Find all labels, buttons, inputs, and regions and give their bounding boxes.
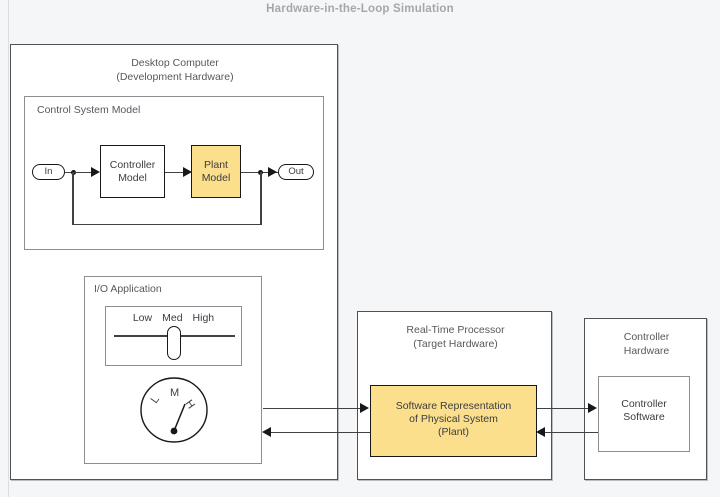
feedback-wire-down — [260, 172, 262, 225]
controller-model-label: Controller Model — [109, 159, 156, 184]
in-port: In — [32, 164, 65, 180]
page-left-rule — [8, 0, 9, 497]
arrow-to-desktop-icon — [262, 427, 271, 437]
plant-model-block: Plant Model — [191, 145, 241, 198]
desktop-computer-title: Desktop Computer (Development Hardware) — [116, 57, 234, 83]
gauge-tick-m: M — [170, 387, 179, 399]
slider-label-med: Med — [162, 312, 183, 324]
controller-model-block: Controller Model — [100, 145, 165, 198]
feedback-wire-across — [72, 223, 261, 226]
wire-junction-to-controller — [73, 171, 92, 174]
arrow-into-plant-icon — [183, 167, 192, 177]
slider-labels: Low Med High — [106, 312, 241, 324]
gauge-face — [140, 377, 208, 443]
software-plant-label: Software Representation of Physical Syst… — [395, 400, 512, 438]
out-port: Out — [278, 164, 314, 180]
arrow-to-rtp-icon — [360, 403, 369, 413]
controller-hardware-title: Controller Hardware — [623, 331, 670, 357]
gauge-hub — [170, 427, 178, 435]
arrow-to-rtp-back-icon — [536, 427, 545, 437]
slider-thumb[interactable] — [167, 326, 181, 360]
controller-software-block: Controller Software — [598, 376, 690, 452]
slider-label-low: Low — [132, 312, 153, 324]
wire-rtp-to-desktop — [271, 431, 370, 434]
slider-label-high: High — [192, 312, 215, 324]
control-system-model-label: Control System Model — [37, 104, 141, 116]
realtime-processor-title: Real-Time Processor (Target Hardware) — [406, 324, 505, 350]
arrow-into-controller-icon — [91, 167, 100, 177]
controller-software-label: Controller Software — [621, 398, 667, 423]
arrow-into-out-icon — [268, 167, 277, 177]
wire-rtp-to-controller — [537, 407, 589, 410]
arrow-to-controller-icon — [588, 403, 597, 413]
plant-model-label: Plant Model — [201, 159, 231, 184]
wire-desktop-to-rtp — [263, 407, 361, 410]
wire-controller-to-rtp — [545, 431, 598, 434]
gauge-tick-l: L — [149, 394, 162, 406]
io-application-label: I/O Application — [94, 283, 162, 295]
gauge: L M H — [139, 375, 209, 445]
slider-panel: Low Med High — [105, 306, 242, 366]
gauge-needle — [173, 403, 186, 432]
wire-controller-to-plant — [165, 171, 185, 174]
feedback-wire-up — [72, 172, 74, 225]
page-title: Hardware-in-the-Loop Simulation — [266, 3, 454, 15]
software-plant-block: Software Representation of Physical Syst… — [370, 385, 537, 457]
